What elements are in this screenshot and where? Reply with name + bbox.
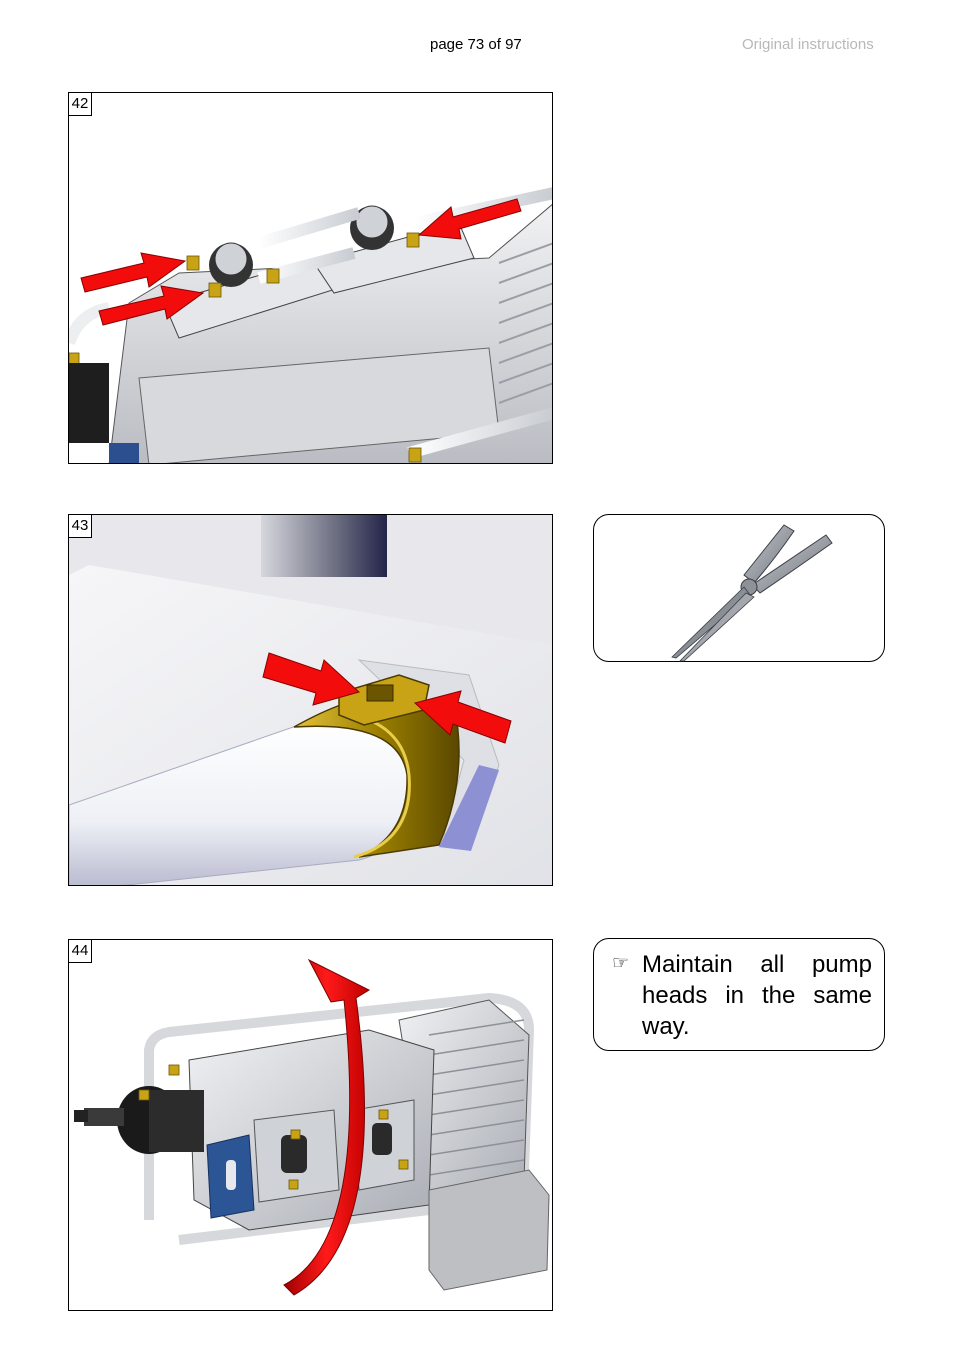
figure-42: 42 (68, 92, 553, 464)
clamp-detail-illustration (69, 515, 552, 885)
figure-43: 43 (68, 514, 553, 886)
note-box: ☞ Maintain all pump heads in the same wa… (593, 938, 885, 1051)
figure-number: 42 (69, 93, 92, 116)
figure-number: 43 (69, 515, 92, 538)
pointing-hand-icon: ☞ (612, 953, 630, 974)
document-label: Original instructions (742, 36, 874, 53)
note-text: Maintain all pump heads in the same way. (642, 951, 872, 1040)
pump-heads-top-illustration (69, 93, 552, 463)
tool-box-pliers (593, 514, 885, 662)
figure-44: 44 (68, 939, 553, 1311)
figure-number: 44 (69, 940, 92, 963)
pump-rotate-illustration (69, 940, 552, 1310)
pliers-icon (671, 524, 833, 662)
page-number: page 73 of 97 (430, 36, 522, 53)
